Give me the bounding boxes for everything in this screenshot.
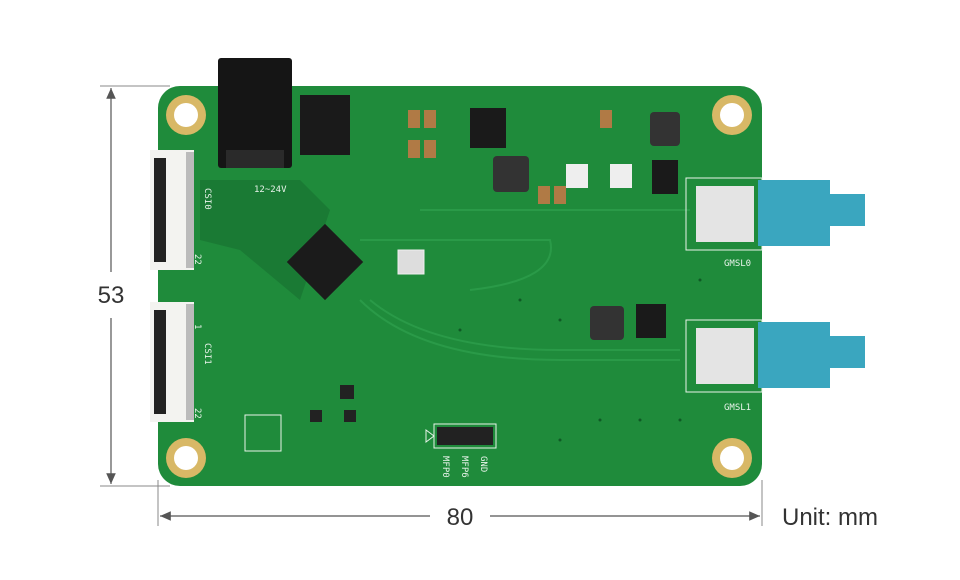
ic-right bbox=[652, 160, 678, 194]
traces bbox=[359, 209, 690, 361]
inductor-3 bbox=[650, 112, 680, 146]
crystal bbox=[397, 249, 425, 275]
csi0-pin22-label: 22 bbox=[192, 254, 202, 265]
ic-top bbox=[470, 108, 506, 148]
csi1-connector bbox=[150, 302, 194, 422]
dc-power-jack bbox=[218, 58, 292, 168]
mosfet bbox=[636, 304, 666, 338]
header-pin-gnd: GND bbox=[478, 456, 488, 472]
csi1-label: CSI1 bbox=[202, 343, 212, 365]
regulator-chip bbox=[300, 95, 350, 155]
width-label: 80 bbox=[447, 504, 474, 531]
leds bbox=[566, 164, 632, 188]
gmsl0-label: GMSL0 bbox=[724, 259, 751, 269]
csi0-label: CSI0 bbox=[202, 188, 212, 210]
header-pin-mfp6: MFP6 bbox=[459, 456, 469, 478]
gmsl1-label: GMSL1 bbox=[724, 403, 751, 413]
passive-components bbox=[310, 110, 612, 422]
power-label: 12~24V bbox=[254, 185, 287, 195]
gmsl1-connector bbox=[685, 319, 865, 393]
inductor-1 bbox=[493, 156, 529, 192]
deserializer-chip bbox=[286, 223, 364, 301]
header-pin-mfp0: MFP0 bbox=[440, 456, 450, 478]
csi0-connector bbox=[150, 150, 194, 270]
mounting-holes bbox=[166, 95, 752, 478]
unit-label: Unit: mm bbox=[782, 504, 878, 531]
height-label: 53 bbox=[98, 282, 125, 309]
csi1-pin22-label: 22 bbox=[192, 408, 202, 419]
extension-lines bbox=[100, 85, 763, 526]
gmsl0-connector bbox=[685, 177, 865, 251]
vias bbox=[458, 278, 702, 442]
csi1-pin1-label: 1 bbox=[192, 324, 202, 329]
pin-header bbox=[425, 423, 497, 449]
ic-bottom bbox=[244, 414, 282, 452]
inductor-2 bbox=[590, 306, 624, 340]
